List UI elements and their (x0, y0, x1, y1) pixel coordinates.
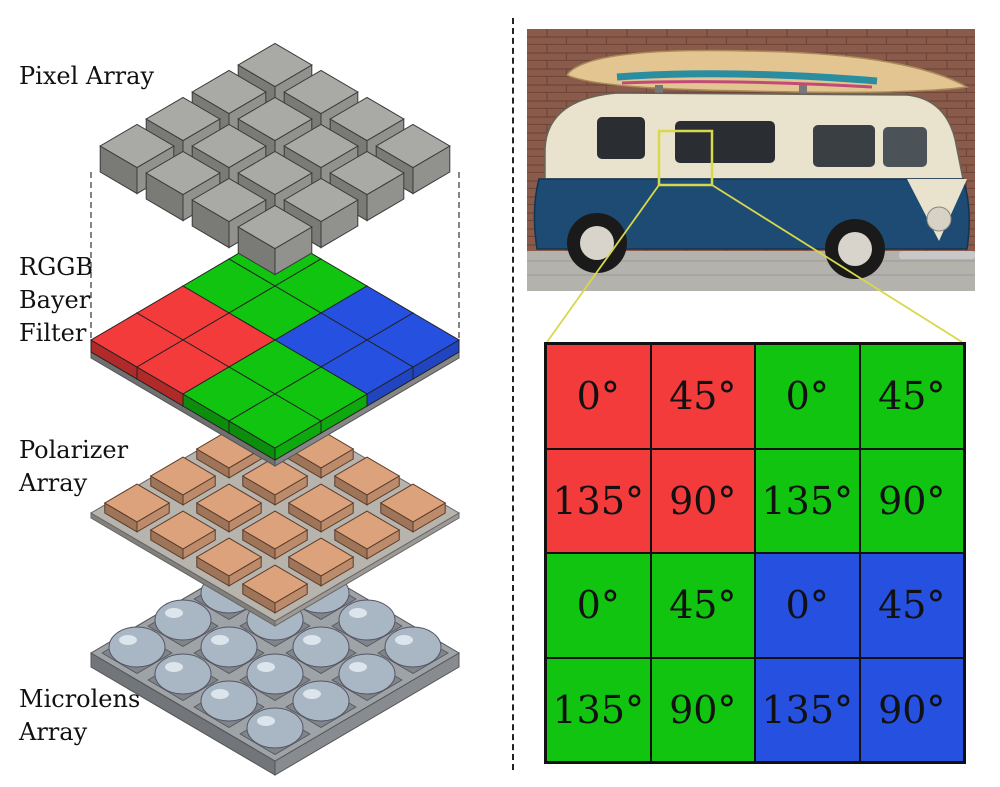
polarizer-element (195, 483, 263, 533)
bayer-filter-layer (90, 231, 460, 467)
microlens (101, 626, 173, 674)
grid-cell: 45° (650, 344, 755, 449)
grid-cell: 0° (546, 344, 651, 449)
polarizer-element (333, 456, 401, 506)
polarizer-element (241, 456, 309, 506)
pixel-block (329, 150, 405, 222)
polarizer-element (241, 564, 309, 614)
grid-cell: 45° (859, 344, 964, 449)
grid-cell: 135° (546, 448, 651, 553)
polarizer-element (287, 483, 355, 533)
grid-cell: 45° (859, 553, 964, 658)
microlens (331, 599, 403, 647)
grid-cell: 45° (650, 553, 755, 658)
grid-cell: 0° (546, 553, 651, 658)
microlens (285, 680, 357, 728)
polarizer-element (149, 510, 217, 560)
microlens (377, 626, 449, 674)
microlens-base-plate (90, 544, 460, 776)
microlens (285, 626, 357, 674)
polarizer-element (103, 483, 171, 533)
polarizer-element (287, 537, 355, 587)
polarizer-element (333, 510, 401, 560)
polarizer-element (287, 429, 355, 479)
microlens (193, 680, 265, 728)
pixel-array-layer (99, 42, 451, 276)
microlens-array-layer (90, 544, 460, 776)
bayer-filter-cell (228, 393, 322, 461)
polarizer-array-label: Polarizer Array (19, 436, 129, 497)
microlens (147, 599, 219, 647)
microlens (239, 707, 311, 755)
grid-cell: 90° (859, 448, 964, 553)
panel-divider (512, 18, 514, 770)
bayer-filter-label: RGGB Bayer Filter (19, 253, 94, 347)
microlens-array-label: Microlens Array (19, 685, 141, 746)
grid-cell: 135° (755, 448, 860, 553)
pixel-block (237, 204, 313, 276)
polarizer-element (241, 510, 309, 560)
grid-cell: 90° (859, 657, 964, 762)
sensor-stack-diagram (90, 42, 460, 776)
polarizer-element (195, 537, 263, 587)
polarization-mosaic-grid: 0°45°0°45°135°90°135°90°0°45°0°45°135°90… (544, 342, 966, 764)
microlens (331, 653, 403, 701)
grid-cell: 135° (546, 657, 651, 762)
microlens (147, 653, 219, 701)
zoom-region-box (657, 129, 714, 187)
microlens (239, 653, 311, 701)
microlens (193, 626, 265, 674)
grid-cell: 90° (650, 448, 755, 553)
grid-cell: 0° (755, 344, 860, 449)
pixel-array-label: Pixel Array (19, 62, 155, 90)
grid-cell: 135° (755, 657, 860, 762)
grid-cell: 0° (755, 553, 860, 658)
projection-lines (90, 172, 460, 340)
grid-cell: 90° (650, 657, 755, 762)
polarizer-element (149, 456, 217, 506)
polarizer-element (379, 483, 447, 533)
van-photo (527, 29, 975, 291)
